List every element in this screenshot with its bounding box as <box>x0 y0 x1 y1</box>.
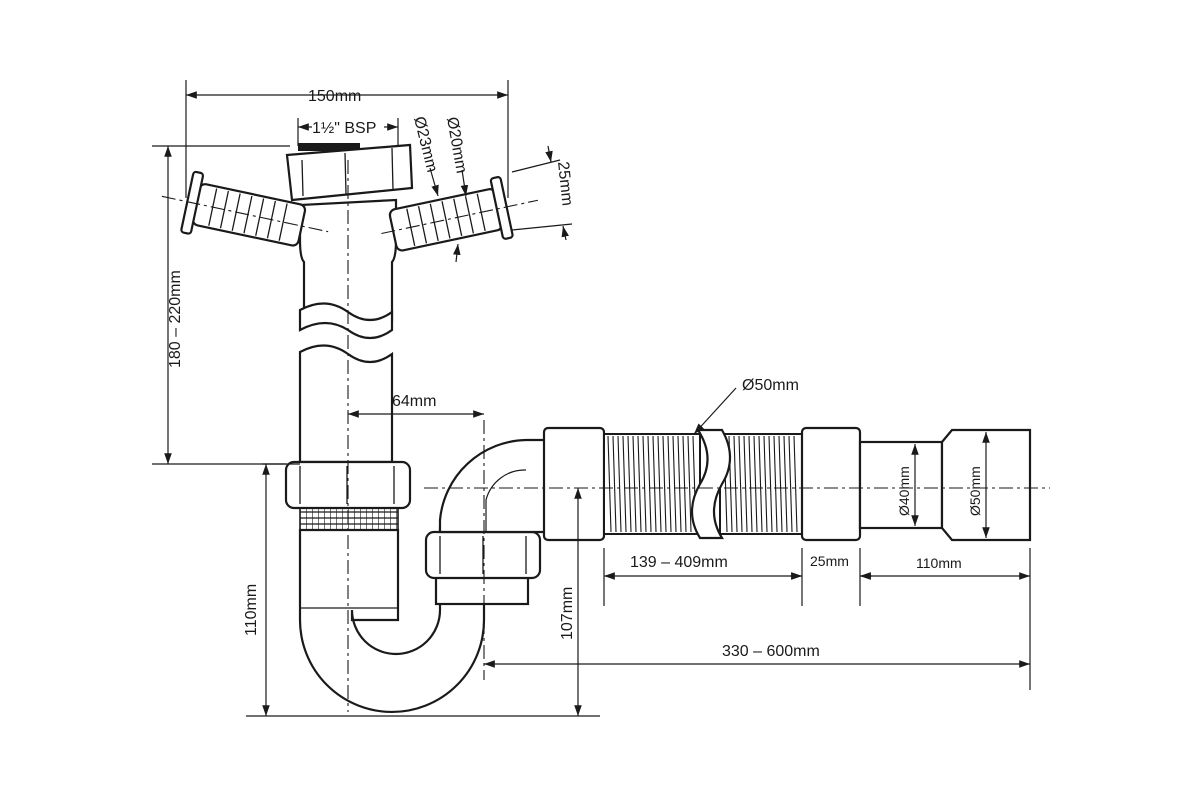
dim-inlet-offset: 25mm <box>554 161 576 207</box>
dim-adapter-length: 110mm <box>916 555 962 571</box>
dim-inlet-23: Ø23mm <box>410 115 440 174</box>
flex-hose-ribs <box>607 435 798 533</box>
adapter-40 <box>858 440 944 530</box>
left-hose-inlet <box>161 170 329 247</box>
seal-ring <box>298 143 360 151</box>
pipe-break-top <box>298 302 394 340</box>
outlet-elbow <box>438 438 552 534</box>
threaded-section <box>299 507 399 531</box>
flex-break <box>690 428 732 540</box>
dim-adapter-outer: Ø50mm <box>967 466 983 516</box>
dim-total-length: 330 – 600mm <box>722 643 820 660</box>
dim-flex-diameter: Ø50mm <box>742 377 799 394</box>
dim-inlet-20: Ø20mm <box>443 116 470 175</box>
vertical-inlet-assembly <box>284 143 414 531</box>
vertical-pipe <box>298 344 394 464</box>
dimension-lines <box>152 80 1031 717</box>
dim-trap-offset: 64mm <box>392 393 436 410</box>
dim-bsp-thread: 1½" BSP <box>312 120 376 137</box>
horizontal-outlet <box>424 426 1050 542</box>
dim-trap-height: 110mm <box>243 584 260 636</box>
dim-top-width: 150mm <box>308 88 361 105</box>
top-nut <box>285 143 414 202</box>
dim-height-range: 180 – 220mm <box>167 270 184 368</box>
flex-end-collar <box>800 426 862 542</box>
dim-flex-length: 139 – 409mm <box>630 554 728 571</box>
u-trap <box>298 438 552 714</box>
flex-collar <box>542 426 606 542</box>
dim-adapter-inner: Ø40mm <box>896 466 912 516</box>
right-hose-inlet <box>381 176 539 252</box>
dim-outlet-height: 107mm <box>559 587 576 640</box>
dim-connector-length: 25mm <box>810 553 849 569</box>
